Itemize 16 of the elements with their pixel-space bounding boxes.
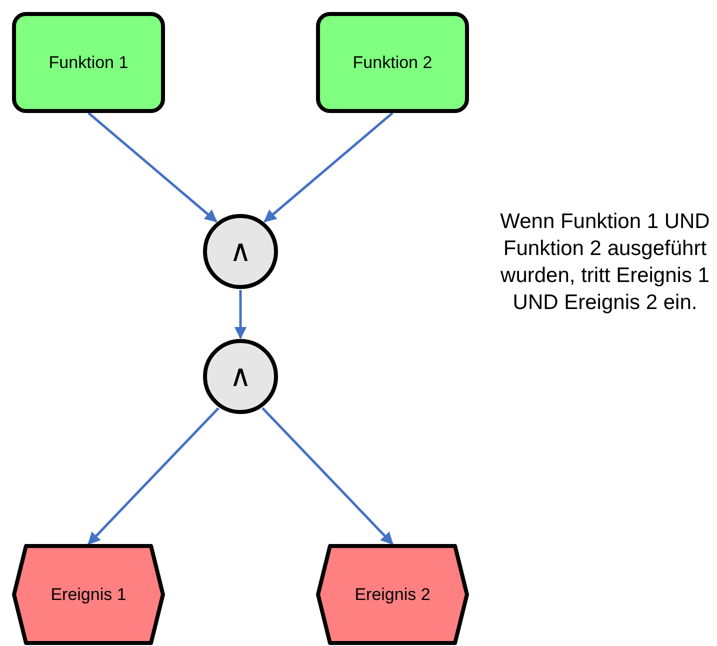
arrow bbox=[264, 112, 394, 222]
note-text: Wenn Funktion 1 UND Funktion 2 ausgeführt wurden, tritt Ereignis 1 UND Ereignis 2 ein. bbox=[499, 209, 711, 316]
node-label: Ereignis 1 bbox=[50, 584, 126, 606]
node-label: Ereignis 2 bbox=[354, 584, 430, 606]
operator-symbol: ∧ bbox=[230, 362, 252, 392]
event-hexagon bbox=[316, 544, 469, 645]
event-hexagon bbox=[12, 544, 165, 645]
arrow bbox=[88, 112, 218, 222]
operator-symbol: ∧ bbox=[230, 236, 252, 266]
arrow bbox=[234, 290, 247, 340]
node-label: Funktion 1 bbox=[48, 52, 128, 74]
arrow bbox=[88, 407, 220, 545]
arrow bbox=[262, 407, 394, 545]
function-box bbox=[12, 12, 165, 113]
node-label: Funktion 2 bbox=[352, 52, 432, 74]
function-box bbox=[316, 12, 469, 113]
